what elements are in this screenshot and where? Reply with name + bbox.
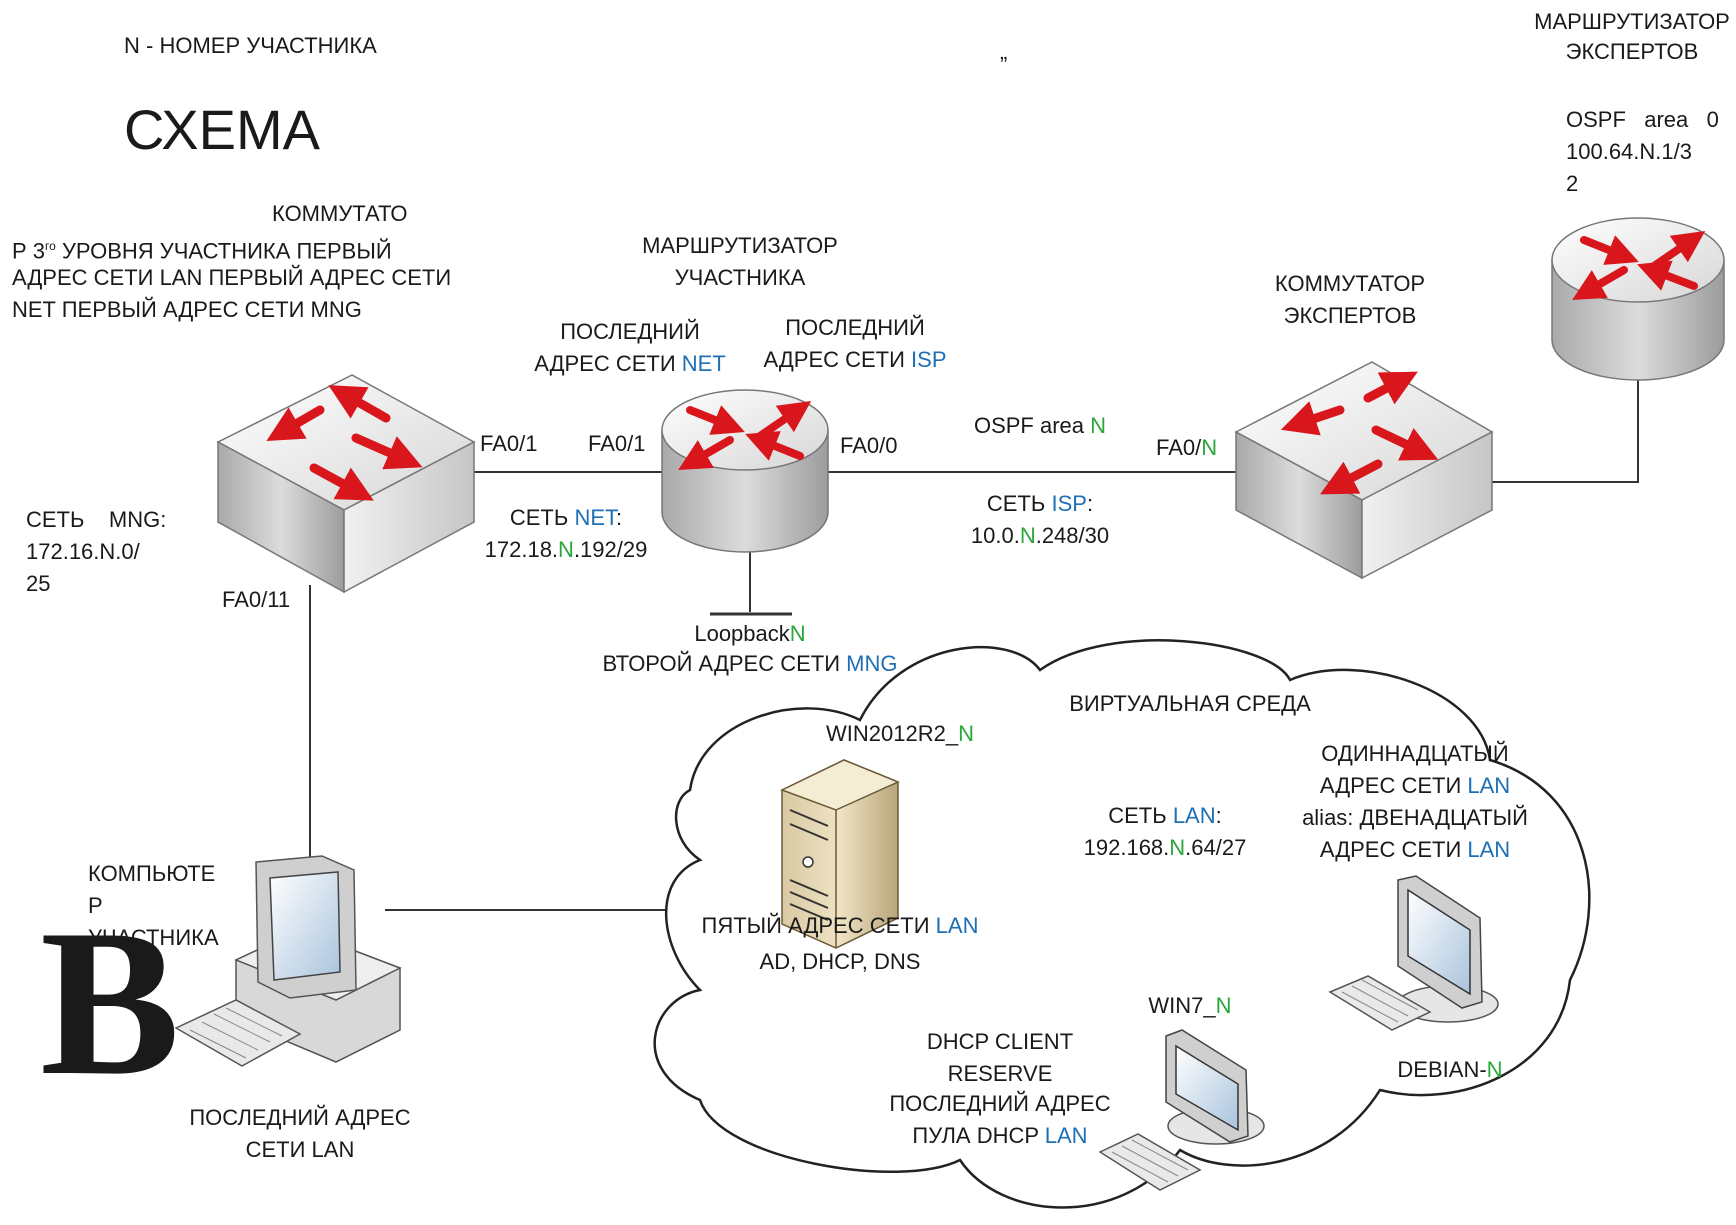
- win7-pc-icon: [1098, 1029, 1265, 1191]
- mng-network-label-3: 25: [26, 571, 51, 596]
- loopback-label: LoopbackN: [694, 621, 806, 646]
- server-icon: [780, 759, 900, 949]
- l3-switch-label-1: КОММУТАТО: [272, 201, 408, 226]
- win2012-roles: AD, DHCP, DNS: [759, 949, 921, 974]
- debian-name: DEBIAN-N: [1397, 1057, 1503, 1082]
- lan-network-label-1: СЕТЬ LAN:: [1108, 803, 1222, 828]
- expert-router-icon: [1551, 217, 1725, 381]
- isp-network-label-1: СЕТЬ ISP:: [986, 491, 1094, 516]
- l3-switch-label-4: NET ПЕРВЫЙ АДРЕС СЕТИ MNG: [12, 297, 362, 322]
- ospf-area-n-label: OSPF area N: [973, 413, 1107, 438]
- participant-pc-icon: [174, 855, 402, 1067]
- net-network-label-1: СЕТЬ NET:: [509, 505, 623, 530]
- win7-label-4: ПУЛА DHCP LAN: [912, 1123, 1088, 1148]
- participant-router-icon: [661, 389, 829, 553]
- debian-address-1: ОДИННАДЦАТЫЙ: [1321, 741, 1509, 766]
- isp-last-address-1: ПОСЛЕДНИЙ: [785, 315, 925, 340]
- win7-label-2: RESERVE: [947, 1061, 1053, 1086]
- l3-switch-port-fa0-1: FA0/1: [480, 431, 538, 456]
- mng-network-label-2: 172.16.N.0/: [26, 539, 140, 564]
- debian-alias-2: АДРЕС СЕТИ LAN: [1319, 837, 1511, 862]
- expert-switch-title-1: КОММУТАТОР: [1274, 271, 1426, 296]
- expert-switch-title-2: ЭКСПЕРТОВ: [1283, 303, 1417, 328]
- l3-switch-label-2: Р 3го УРОВНЯ УЧАСТНИКА ПЕРВЫЙ: [12, 238, 392, 264]
- diagram-title: СХЕМА: [124, 98, 320, 161]
- l3-switch-icon: [216, 374, 476, 594]
- net-network-label-2: 172.18.N.192/29: [484, 537, 648, 562]
- net-last-address-1: ПОСЛЕДНИЙ: [560, 319, 700, 344]
- big-letter-b: B: [40, 887, 181, 1119]
- participant-number-legend: N - НОМЕР УЧАСТНИКА: [124, 33, 377, 58]
- win2012-name: WIN2012R2_N: [826, 721, 974, 746]
- pc-address-1: ПОСЛЕДНИЙ АДРЕС: [189, 1105, 411, 1130]
- win7-label-3: ПОСЛЕДНИЙ АДРЕС: [889, 1091, 1111, 1116]
- quote-mark: „: [1000, 39, 1008, 64]
- mng-network-label-1: СЕТЬ MNG:: [26, 507, 167, 532]
- expert-router-title-2: ЭКСПЕРТОВ: [1565, 39, 1699, 64]
- win7-name: WIN7_N: [1148, 993, 1232, 1018]
- debian-alias-1: alias: ДВЕНАДЦАТЫЙ: [1302, 805, 1528, 830]
- win2012-address: ПЯТЫЙ АДРЕС СЕТИ LAN: [701, 913, 979, 938]
- expert-router-ospf: OSPF area 0: [1566, 107, 1719, 132]
- link-expert-switch-router: [1492, 380, 1639, 483]
- isp-network-label-2: 10.0.N.248/30: [970, 523, 1110, 548]
- pc-label-2: Р: [88, 893, 103, 918]
- net-last-address-2: АДРЕС СЕТИ NET: [534, 351, 726, 376]
- pc-address-2: СЕТИ LAN: [245, 1137, 355, 1162]
- pc-label-3: УЧАСТНИКА: [88, 925, 219, 950]
- expert-router-address-2: 2: [1566, 171, 1579, 196]
- expert-switch-icon: [1234, 361, 1494, 580]
- debian-address-2: АДРЕС СЕТИ LAN: [1319, 773, 1511, 798]
- isp-last-address-2: АДРЕС СЕТИ ISP: [763, 347, 947, 372]
- router-port-fa0-1: FA0/1: [588, 431, 646, 456]
- l3-switch-label-3: АДРЕС СЕТИ LAN ПЕРВЫЙ АДРЕС СЕТИ: [12, 265, 452, 290]
- participant-router-title-1: МАРШРУТИЗАТОР: [642, 233, 838, 258]
- mng-second-address: ВТОРОЙ АДРЕС СЕТИ MNG: [602, 651, 898, 676]
- pc-label-1: КОМПЬЮТЕ: [88, 861, 216, 886]
- participant-router-title-2: УЧАСТНИКА: [674, 265, 806, 290]
- expert-router-address-1: 100.64.N.1/3: [1566, 139, 1692, 164]
- links: [309, 380, 1639, 911]
- expert-switch-port: FA0/N: [1156, 435, 1218, 460]
- debian-pc-icon: [1328, 875, 1499, 1031]
- win7-label-1: DHCP CLIENT: [926, 1029, 1074, 1054]
- expert-router-title-1: МАРШРУТИЗАТОР: [1534, 9, 1730, 34]
- l3-switch-port-fa0-11: FA0/11: [222, 587, 291, 612]
- lan-network-label-2: 192.168.N.64/27: [1083, 835, 1247, 860]
- cloud-title: ВИРТУАЛЬНАЯ СРЕДА: [1069, 691, 1311, 716]
- router-port-fa0-0: FA0/0: [840, 433, 898, 458]
